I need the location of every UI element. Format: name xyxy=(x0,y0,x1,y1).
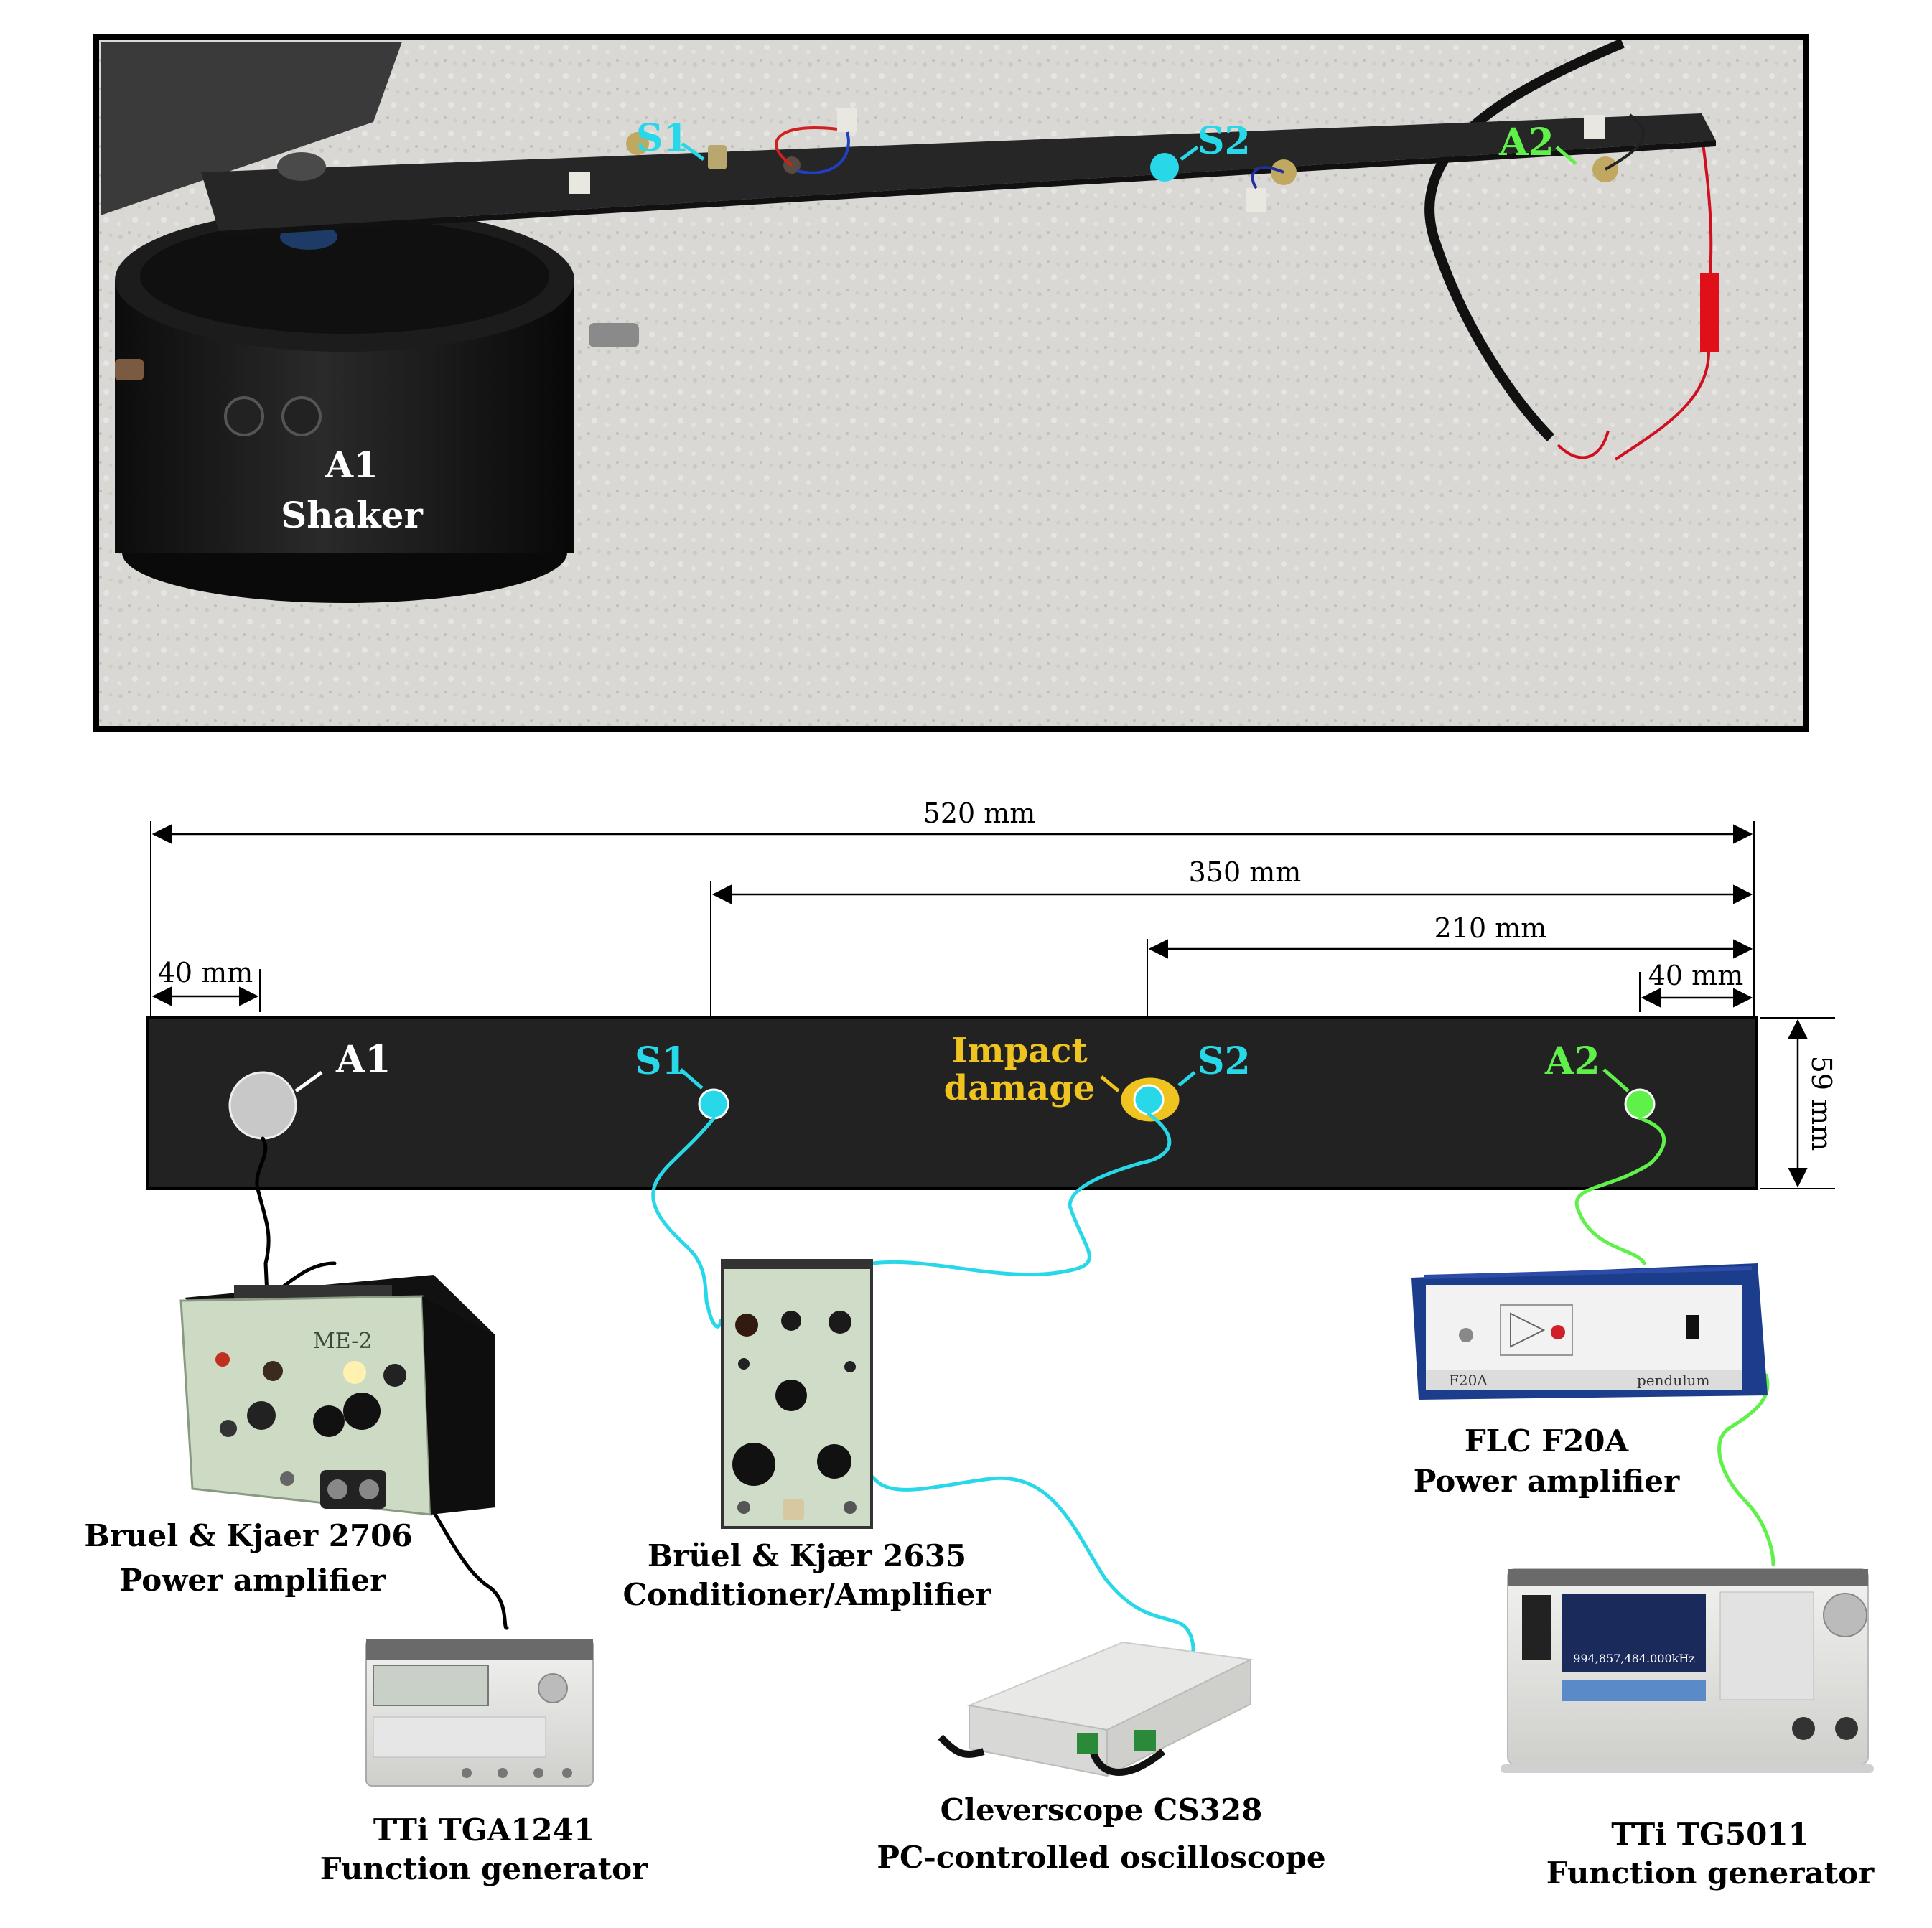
bk2706-label-2: Power amplifier xyxy=(120,1563,386,1598)
photo-label-shaker: Shaker xyxy=(281,494,423,536)
photo-panel: S2 S1 A2 A1 Shaker xyxy=(93,34,1809,732)
photo-beam-edge xyxy=(219,141,1716,237)
dim-350-label: 350 mm xyxy=(1189,856,1302,888)
tg5011-label-1: TTi TG5011 xyxy=(1611,1817,1809,1852)
photo-bolt xyxy=(277,152,326,181)
photo-label-s2: S2 xyxy=(1198,119,1251,163)
cs328-label-1: Cleverscope CS328 xyxy=(941,1792,1263,1828)
dim-210-label: 210 mm xyxy=(1434,912,1547,944)
photo-connector-2 xyxy=(837,108,857,132)
photo-connector-1 xyxy=(569,172,590,194)
cs328-label-2: PC-controlled oscilloscope xyxy=(877,1840,1325,1875)
beam-label-s1: S1 xyxy=(635,1039,688,1083)
tga1241-label-2: Function generator xyxy=(320,1851,648,1886)
photo-red-plug xyxy=(1700,273,1719,352)
beam-label-impact-2: damage xyxy=(944,1068,1096,1108)
bk2635-device xyxy=(721,1259,873,1529)
photo-connector-3 xyxy=(1246,188,1266,212)
photo-s1-sensor xyxy=(708,145,727,169)
beam-label-a1: A1 xyxy=(335,1038,391,1082)
tg5011-label-2: Function generator xyxy=(1546,1856,1875,1891)
dim-total-label: 520 mm xyxy=(923,797,1036,829)
s2-marker xyxy=(1133,1084,1165,1115)
a1-marker xyxy=(228,1071,297,1140)
bk2706-panel-text: ME-2 xyxy=(313,1329,372,1354)
photo-frame xyxy=(93,34,1809,732)
photo-label-s1: S1 xyxy=(636,116,689,160)
bk2635-label-2: Conditioner/Amplifier xyxy=(622,1577,991,1612)
tga1241-label-1: TTi TGA1241 xyxy=(373,1812,594,1848)
dim-40-right-label: 40 mm xyxy=(1648,960,1744,991)
tg5011-device: 994,857,484.000kHz xyxy=(1501,1568,1874,1773)
s1-marker xyxy=(698,1088,729,1120)
flc-label-2: Power amplifier xyxy=(1414,1464,1680,1499)
flc-panel-text: F20A xyxy=(1449,1372,1488,1389)
cable-flc-to-tg5011 xyxy=(1717,1373,1775,1567)
cable-a1-to-bk2706 xyxy=(255,1136,337,1297)
beam xyxy=(146,1016,1758,1190)
photo-cable xyxy=(1424,38,1625,441)
photo-background-shadow xyxy=(101,42,402,215)
cs328-device xyxy=(938,1641,1254,1777)
photo-label-a2: A2 xyxy=(1498,121,1554,164)
beam-label-a2: A2 xyxy=(1544,1039,1600,1083)
beam-schematic: A1 S1 Impact damage S2 A2 xyxy=(146,1016,1758,1190)
photo-red-wire xyxy=(1557,430,1610,459)
cable-bk2706-to-tga1241 xyxy=(421,1492,509,1630)
flc-brand: pendulum xyxy=(1637,1372,1709,1389)
bk2706-device: ME-2 xyxy=(179,1275,495,1516)
photo-label-a1: A1 xyxy=(325,444,378,486)
beam-label-impact-1: Impact xyxy=(951,1031,1087,1071)
photo-shaker xyxy=(115,208,639,603)
flc-device: F20A pendulum xyxy=(1411,1263,1768,1400)
photo-red-wire-3 xyxy=(1702,143,1713,273)
dimension-lines: 520 mm 350 mm 210 mm 40 mm 40 mm 59 mm xyxy=(150,797,1837,1189)
bk2635-label-1: Brüel & Kjær 2635 xyxy=(648,1538,966,1573)
photo-red-wire-2 xyxy=(1614,351,1710,461)
tg5011-screen: 994,857,484.000kHz xyxy=(1573,1652,1695,1665)
photo-beam xyxy=(201,113,1716,231)
photo-pzt-1 xyxy=(626,132,649,155)
dim-width-label: 59 mm xyxy=(1806,1056,1837,1151)
dim-40-left-label: 40 mm xyxy=(158,957,253,988)
cable-a2-to-flc xyxy=(1574,1116,1666,1265)
bk2706-label-1: Bruel & Kjaer 2706 xyxy=(84,1518,412,1553)
tga1241-device xyxy=(365,1639,594,1787)
flc-label-1: FLC F20A xyxy=(1465,1423,1630,1459)
cable-s2-to-bk2635 xyxy=(871,1112,1172,1277)
photo-s2-marker xyxy=(1150,153,1179,182)
a2-marker xyxy=(1624,1088,1656,1120)
cable-s1-to-bk2635 xyxy=(651,1116,723,1329)
cables xyxy=(255,1112,1775,1656)
cable-bk2635-to-cs328 xyxy=(871,1475,1195,1656)
photo-connector-4 xyxy=(1584,115,1605,139)
beam-label-s2: S2 xyxy=(1198,1039,1251,1083)
